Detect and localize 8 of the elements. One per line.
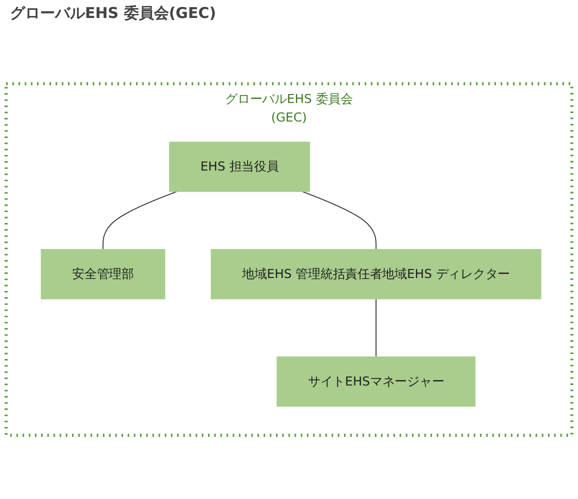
node-box: サイトEHSマネージャー	[276, 356, 476, 407]
connector	[376, 298, 377, 358]
connector	[302, 191, 377, 250]
connector	[102, 191, 178, 250]
node-box: EHS 担当役員	[169, 142, 310, 192]
diagram-title: グローバルEHS 委員会(GEC)	[9, 3, 218, 24]
node-box: 安全管理部	[40, 249, 166, 300]
node-box: 地域EHS 管理統括責任者地域EHS ディレクター	[210, 249, 542, 300]
